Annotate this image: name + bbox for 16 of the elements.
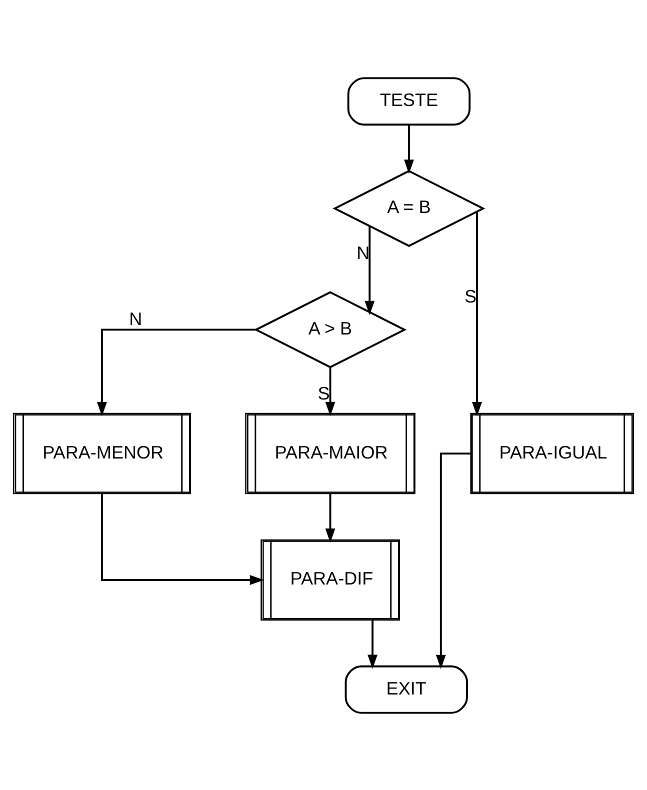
edge-label: N [129,308,142,328]
arrow [436,452,471,669]
arrow [325,493,336,542]
node-diamond: A > B [254,290,407,368]
node-diamond: A = B [332,169,486,246]
edge-label: S [464,286,477,306]
arrow [325,366,336,416]
arrow [404,124,414,174]
edge-label: S [318,382,330,403]
arrow [368,620,378,668]
arrow [472,211,482,416]
arrow [364,226,375,315]
arrow [96,328,256,416]
arrow [100,493,264,584]
node-box: EXIT [344,664,468,714]
node-box: TESTE [347,76,471,126]
